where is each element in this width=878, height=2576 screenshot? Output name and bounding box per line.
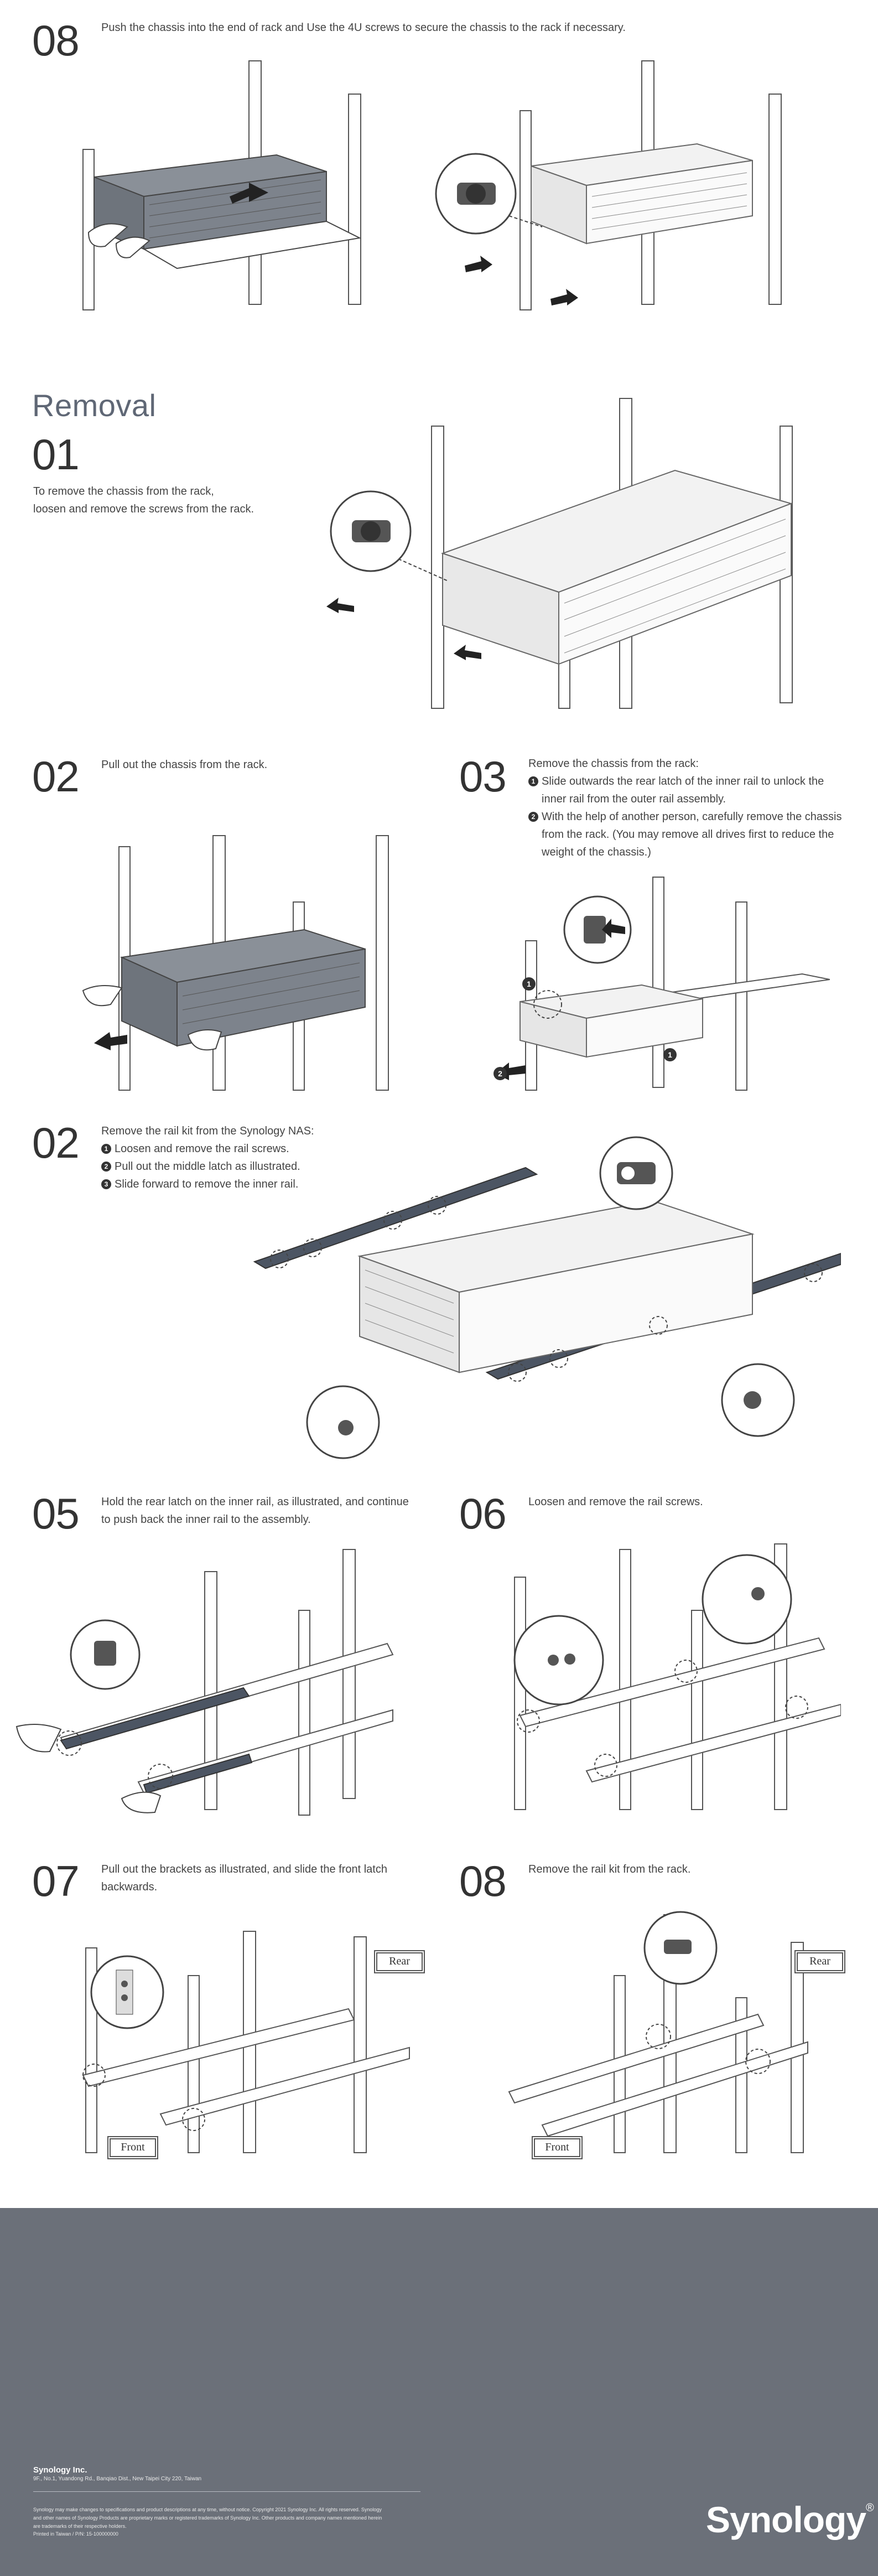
- instruction-line: Pull out the brackets as illustrated, an…: [101, 1863, 387, 1875]
- instruction-line: from the rack. (You may remove all drive…: [542, 828, 834, 841]
- remove-rail-kit-illustration: [498, 1909, 841, 2158]
- front-label: Front: [108, 2137, 157, 2158]
- number-badge: 3: [101, 1179, 111, 1189]
- trademark-symbol: ®: [866, 2502, 874, 2514]
- number-badge: 1: [101, 1144, 111, 1154]
- step-instruction: Remove the rail kit from the Synology NA…: [101, 1122, 389, 1193]
- company-name: Synology Inc.: [33, 2465, 87, 2475]
- instruction-intro: Remove the rail kit from the Synology NA…: [101, 1125, 314, 1137]
- front-label: Front: [533, 2137, 581, 2158]
- step-number: 03: [459, 752, 507, 801]
- instruction-line: Hold the rear latch on the inner rail, a…: [101, 1496, 409, 1508]
- print-info: Printed in Taiwan / P/N: 15-100000000: [33, 2531, 118, 2537]
- number-badge: 2: [101, 1162, 111, 1172]
- pull-out-chassis-illustration: [66, 830, 409, 1096]
- step-instruction: Remove the rail kit from the rack.: [528, 1863, 691, 1875]
- number-badge: 2: [528, 812, 538, 822]
- instruction-line: Slide forward to remove the inner rail.: [115, 1178, 299, 1190]
- instruction-line: inner rail from the outer rail assembly.: [542, 793, 726, 805]
- instruction-line: loosen and remove the screws from the ra…: [33, 503, 254, 515]
- callout-number: 1: [668, 1050, 672, 1059]
- instruction-line: weight of the chassis.): [542, 846, 651, 858]
- company-address: 9F., No.1, Yuandong Rd., Banqiao Dist., …: [33, 2476, 202, 2482]
- instruction-line: Loosen and remove the rail screws.: [115, 1143, 289, 1155]
- step-instruction: Loosen and remove the rail screws.: [528, 1496, 703, 1508]
- rear-label: Rear: [375, 1951, 424, 1972]
- step-instruction: Push the chassis into the end of rack an…: [101, 22, 626, 34]
- instruction-item: 2 Pull out the middle latch as illustrat…: [101, 1158, 389, 1175]
- remove-screws-illustration: [321, 393, 819, 714]
- callout-number: 1: [527, 979, 531, 988]
- step-number: 07: [32, 1857, 80, 1905]
- rear-label: Rear: [796, 1951, 844, 1972]
- step-number: 01: [32, 430, 80, 479]
- legal-line: and other names of Synology Products are…: [33, 2515, 382, 2521]
- instruction-line: Pull out the middle latch as illustrated…: [115, 1160, 300, 1173]
- instruction-line: To remove the chassis from the rack,: [33, 485, 214, 497]
- instruction-intro: Remove the chassis from the rack:: [528, 758, 699, 770]
- legal-line: Synology may make changes to specificati…: [33, 2507, 382, 2512]
- instruction-item: 1 Slide outwards the rear latch of the i…: [528, 773, 855, 808]
- step-instruction: Hold the rear latch on the inner rail, a…: [101, 1493, 409, 1528]
- step-number: 06: [459, 1489, 507, 1538]
- instruction-line: Slide outwards the rear latch of the inn…: [542, 775, 824, 787]
- synology-logo: Synology®: [706, 2499, 874, 2541]
- push-inner-rail-illustration: [11, 1544, 398, 1821]
- footer-divider: [33, 2491, 420, 2492]
- instruction-line: to push back the inner rail to the assem…: [101, 1514, 311, 1526]
- push-chassis-illustration: [72, 55, 398, 315]
- remove-chassis-illustration: 1 1 2: [492, 874, 830, 1096]
- step-number: 02: [32, 752, 80, 801]
- instruction-line: With the help of another person, careful…: [542, 811, 842, 823]
- legal-line: are trademarks of their respective holde…: [33, 2523, 127, 2529]
- number-badge: 1: [528, 776, 538, 786]
- step-number: 02: [32, 1118, 80, 1167]
- footer: Synology Inc. 9F., No.1, Yuandong Rd., B…: [0, 2208, 878, 2576]
- step-instruction: Remove the chassis from the rack: 1 Slid…: [528, 755, 855, 861]
- instruction-item: 1 Loosen and remove the rail screws.: [101, 1140, 389, 1158]
- instruction-item: 2 With the help of another person, caref…: [528, 808, 855, 861]
- step-number: 08: [32, 16, 80, 65]
- step-instruction: Pull out the chassis from the rack.: [101, 759, 268, 771]
- secure-screws-illustration: [432, 55, 830, 315]
- remove-rail-screws-illustration: [487, 1538, 841, 1821]
- callout-number: 2: [498, 1069, 502, 1078]
- rail-kit-removal-illustration: [199, 1112, 841, 1466]
- step-number: 05: [32, 1489, 80, 1538]
- step-instruction: Pull out the brackets as illustrated, an…: [101, 1860, 387, 1896]
- instruction-item: 3 Slide forward to remove the inner rail…: [101, 1175, 389, 1193]
- step-instruction: To remove the chassis from the rack, loo…: [33, 483, 254, 518]
- instruction-line: backwards.: [101, 1881, 158, 1893]
- pull-brackets-illustration: [61, 1926, 415, 2158]
- legal-notice: Synology may make changes to specificati…: [33, 2506, 420, 2531]
- step-number: 08: [459, 1857, 507, 1905]
- logo-text: Synology: [706, 2499, 866, 2540]
- section-title: Removal: [32, 388, 157, 423]
